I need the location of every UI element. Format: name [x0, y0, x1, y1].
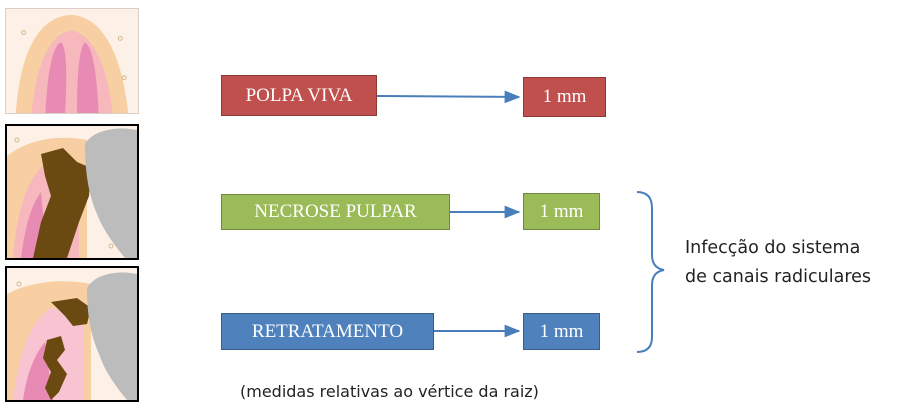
value-necrose-pulpar: 1 mm	[523, 193, 600, 230]
group-label-line2: de canais radiculares	[685, 267, 872, 287]
label-necrose-pulpar: NECROSE PULPAR	[221, 194, 450, 230]
tooth-image-retreatment	[5, 266, 139, 402]
group-label: Infecção do sistema de canais radiculare…	[685, 234, 871, 292]
value-retratamento: 1 mm	[523, 313, 600, 350]
tooth-image-necrosis	[5, 124, 139, 260]
group-bracket	[636, 191, 665, 353]
caption: (medidas relativas ao vértice da raiz)	[240, 382, 539, 401]
label-retratamento: RETRATAMENTO	[221, 313, 434, 350]
arrow-polpa-viva	[376, 90, 521, 104]
label-polpa-viva: POLPA VIVA	[221, 75, 377, 116]
group-label-line1: Infecção do sistema	[685, 238, 861, 258]
tooth-image-vital-pulp	[5, 8, 139, 114]
value-polpa-viva: 1 mm	[523, 77, 606, 117]
